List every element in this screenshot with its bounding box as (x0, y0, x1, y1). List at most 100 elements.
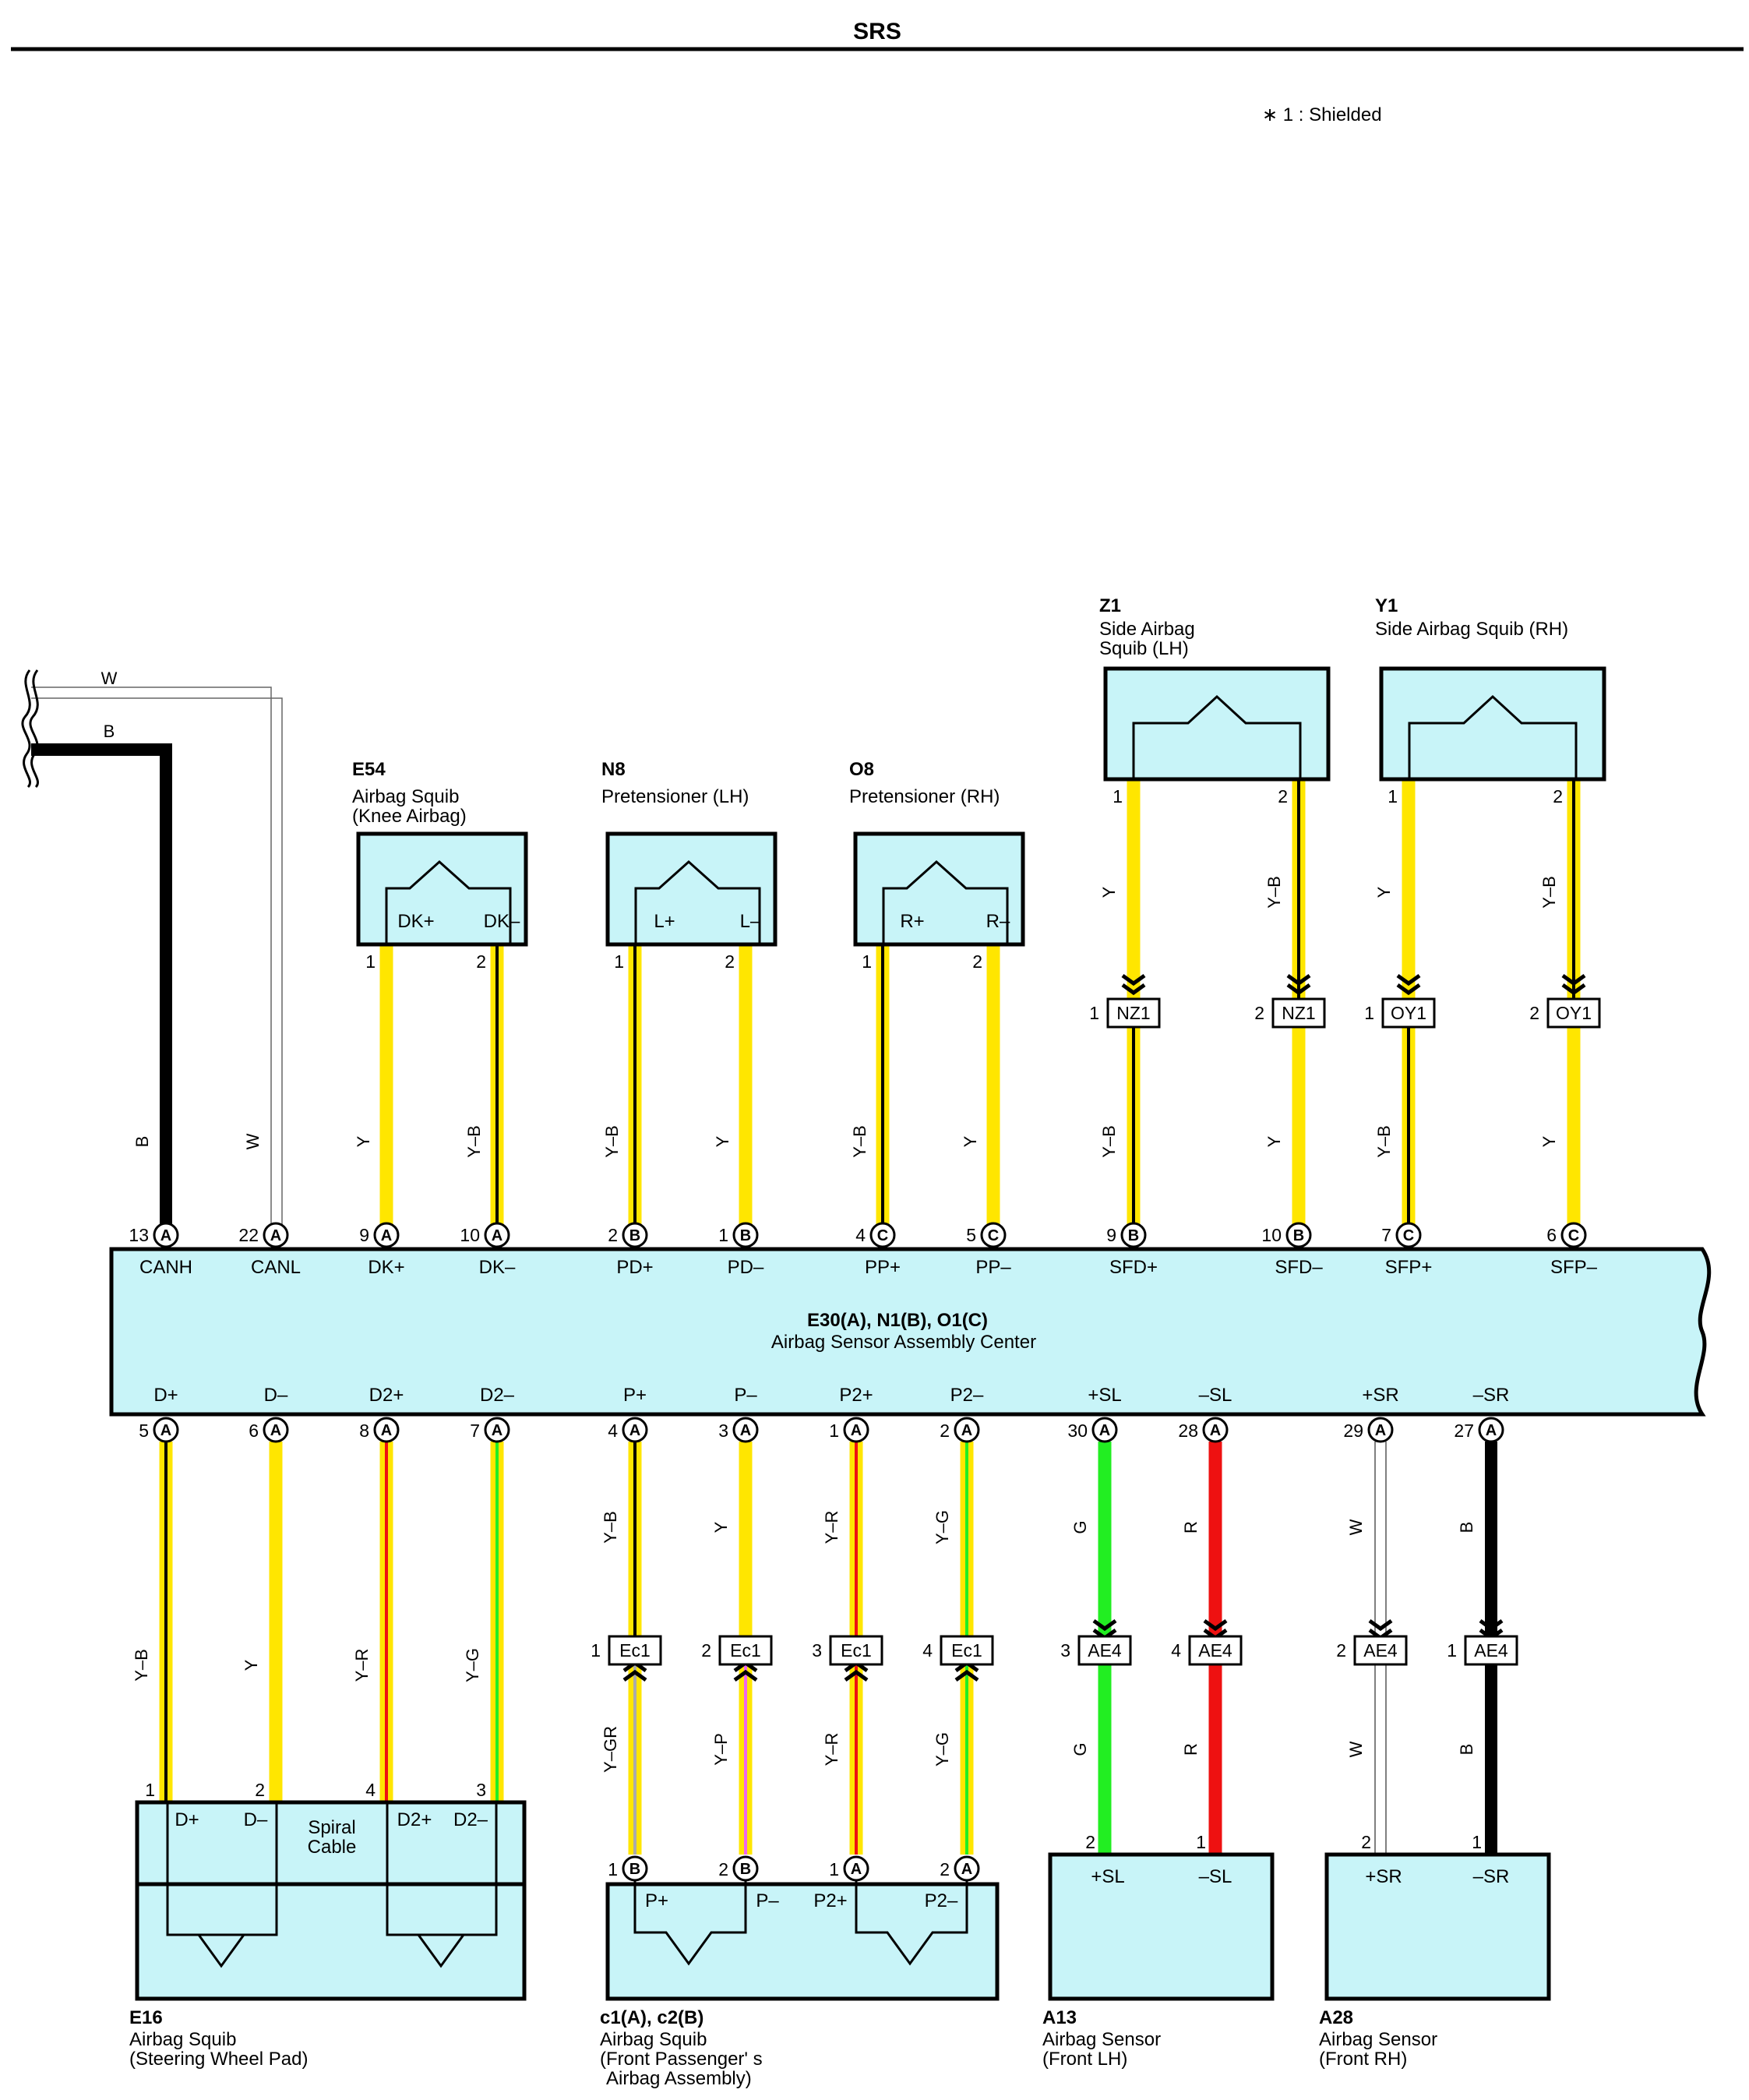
connector-label-AE4-4: AE4 (1198, 1640, 1232, 1661)
ecu-bottom-signal-4: P+ (623, 1385, 647, 1406)
sensor-name-A28-1: (Front RH) (1319, 2049, 1407, 2070)
connector-label-NZ1-2: NZ1 (1282, 1003, 1315, 1023)
ecu-top-signal-5: PD– (728, 1257, 764, 1278)
component-name-E54-0: Airbag Squib (352, 786, 459, 807)
wire-code-top-3: Y–B (464, 1125, 484, 1158)
c1-name-2: Airbag Assembly) (606, 2068, 752, 2089)
component-pin-O8-1: 2 (972, 951, 982, 972)
ecu-bottom-pin-circle-11-letter: A (1486, 1422, 1497, 1439)
wire-code-bottom-lower-5: Y–P (711, 1733, 731, 1766)
sensor-signal-A13-1: –SL (1199, 1866, 1232, 1887)
c1-name-1: (Front Passenger' s (600, 2049, 763, 2070)
wire-code-side-upper-2: Y (1374, 886, 1394, 898)
ecu-top-pin-6: 4 (855, 1225, 866, 1245)
connector-OY1-1-chevron-1 (1396, 983, 1421, 996)
e16-signal-0: D+ (175, 1809, 199, 1830)
e16-pin-2: 4 (365, 1780, 376, 1800)
ecu-bottom-pin-circle-4 (622, 1417, 648, 1443)
ecu-top-pin-circle-7-letter: C (988, 1227, 999, 1244)
component-box-A13 (1048, 1852, 1275, 2001)
ecu-bottom-pin-1: 6 (249, 1421, 259, 1441)
wire-code-bottom-upper-5: Y (711, 1521, 731, 1533)
c1-signal-3: P2– (925, 1890, 958, 1911)
ecu-bottom-signal-3: D2– (480, 1385, 515, 1406)
ecu-bottom-pin-circle-5-letter: A (740, 1422, 751, 1439)
ecu-top-pin-circle-7 (980, 1222, 1007, 1248)
c1-pin-circle-3-letter: A (961, 1861, 972, 1878)
ecu-top-signal-4: PD+ (616, 1257, 653, 1278)
wire-code-side-upper-1: Y–B (1264, 876, 1284, 909)
component-pin-E54-1: 2 (476, 951, 486, 972)
squib-element-Z1 (1132, 694, 1302, 779)
c1-pin-circle-3 (954, 1855, 980, 1882)
connector-label-Ec1-2: Ec1 (730, 1640, 761, 1661)
c1-squib-right (855, 1869, 968, 1966)
component-code-A28: A28 (1319, 2007, 1353, 2028)
ecu-top-signal-0: CANH (139, 1257, 192, 1278)
component-pin-E54-0: 1 (365, 951, 376, 972)
connector-Ec1-3-chevron-0 (844, 1669, 869, 1682)
connector-label-Ec1-1: Ec1 (619, 1640, 651, 1661)
component-pin-O8-0: 1 (862, 951, 872, 972)
connector-Ec1-2-chevron-0 (733, 1669, 758, 1682)
ecu-top-pin-circle-6-letter: C (877, 1227, 888, 1244)
component-pin-Z1-1: 2 (1278, 786, 1288, 806)
wire-code-top-6: Y–B (850, 1125, 869, 1158)
ecu-top-signal-6: PP+ (865, 1257, 901, 1278)
connector-box-NZ1-1 (1106, 997, 1161, 1029)
wire-code-bottom-lower-7: Y–G (933, 1732, 952, 1766)
ecu-top-pin-circle-10-letter: C (1403, 1227, 1414, 1244)
ecu-top-pin-4: 2 (608, 1225, 618, 1245)
ecu-top-pin-circle-2 (373, 1222, 400, 1248)
c1-pin-circle-2 (843, 1855, 869, 1882)
ecu-top-pin-2: 9 (359, 1225, 369, 1245)
connector-NZ1-2-chevron-1 (1286, 983, 1311, 996)
ecu-bottom-signal-1: D– (264, 1385, 288, 1406)
e16-squib-right (387, 1933, 496, 1968)
component-name-Y1-0: Side Airbag Squib (RH) (1375, 619, 1568, 640)
component-name-Z1-1: Squib (LH) (1099, 638, 1189, 659)
components-layer (135, 666, 1606, 2001)
component-name-E54-1: (Knee Airbag) (352, 806, 467, 827)
component-code-N8: N8 (601, 759, 626, 780)
connector-pin-OY1-2: 2 (1529, 1003, 1539, 1023)
squib-element-N8 (634, 859, 761, 944)
connector-label-Ec1-4: Ec1 (951, 1640, 982, 1661)
ecu-bottom-pin-circle-9 (1202, 1417, 1229, 1443)
c1-pin-circle-0 (622, 1855, 648, 1882)
ecu-bottom-pin-circle-11 (1478, 1417, 1504, 1443)
connector-box-OY1-1 (1381, 997, 1436, 1029)
e16-pin-3: 3 (476, 1780, 486, 1800)
canl-wire-code: W (243, 1133, 263, 1149)
ecu-bottom-pin-circle-7 (954, 1417, 980, 1443)
connector-NZ1-2-chevron-0 (1286, 973, 1311, 986)
ecu-top-pin-circle-9 (1285, 1222, 1312, 1248)
ecu-top-pin-circle-0 (153, 1222, 179, 1248)
ecu-box (109, 1247, 1712, 1417)
sensor-pin-A28-0: 2 (1361, 1832, 1371, 1852)
component-pin-signal-O8-1: R– (986, 911, 1010, 932)
e16-signal-3: D2– (453, 1809, 488, 1830)
w-wire-label: W (101, 669, 118, 688)
connector-box-OY1-2 (1546, 997, 1601, 1029)
ecu-bottom-signal-2: D2+ (369, 1385, 404, 1406)
connector-OY1-2-chevron-0 (1561, 973, 1586, 986)
connector-box-AE4-2 (1353, 1635, 1408, 1666)
e16-name-1: (Steering Wheel Pad) (129, 2049, 308, 2070)
connector-box-AE4-4 (1188, 1635, 1243, 1666)
ecu-bottom-pin-circle-1-letter: A (270, 1422, 281, 1439)
connector-label-AE4-2: AE4 (1363, 1640, 1398, 1661)
connector-AE4-2-chevron-0 (1368, 1618, 1393, 1632)
ecu-bottom-pin-circle-10-letter: A (1375, 1422, 1386, 1439)
connector-NZ1-1-chevron-1 (1121, 983, 1146, 996)
ecu-top-pin-circle-0-letter: A (160, 1227, 171, 1244)
e16-spiral-left (166, 1801, 278, 1936)
connector-pin-NZ1-1: 1 (1089, 1003, 1099, 1023)
